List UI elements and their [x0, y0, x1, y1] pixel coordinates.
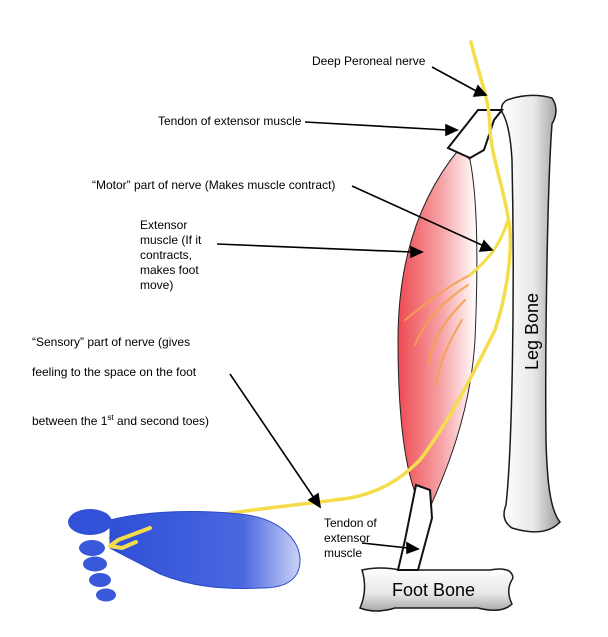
sensory-label-line-2: feeling to the space on the foot: [32, 365, 197, 379]
foot: [68, 509, 301, 602]
sensory-label-text-b: and second toes): [113, 414, 210, 428]
sensory-label-line-3: between the 1st and second toes): [32, 395, 222, 429]
leg-bone-label: Leg Bone: [522, 293, 542, 370]
sensory-nerve-end: [108, 526, 152, 550]
sensory-part-label: “Sensory” part of nerve (gives feeling t…: [32, 320, 222, 444]
foot-bone: [358, 567, 514, 612]
sensory-label-superscript: st: [107, 413, 114, 422]
deep-peroneal-nerve-label: Deep Peroneal nerve: [312, 54, 426, 68]
pointer-arrows: [216, 66, 494, 555]
tendon-top-label: Tendon of extensor muscle: [158, 114, 302, 128]
foot-bone-label: Foot Bone: [392, 580, 475, 600]
tendon-bottom: [396, 483, 434, 571]
nerve-branches: [404, 274, 471, 386]
tendon-bottom-label: Tendon of extensor muscle: [324, 516, 377, 560]
sensory-label-line-1: “Sensory” part of nerve (gives: [32, 335, 191, 349]
motor-part-label: “Motor” part of nerve (Makes muscle cont…: [92, 178, 336, 192]
extensor-muscle: [397, 147, 478, 515]
leg-bone: [500, 94, 562, 533]
sensory-label-text-a: between the 1: [32, 414, 108, 428]
extensor-muscle-label: Extensor muscle (If it contracts, makes …: [140, 218, 202, 292]
